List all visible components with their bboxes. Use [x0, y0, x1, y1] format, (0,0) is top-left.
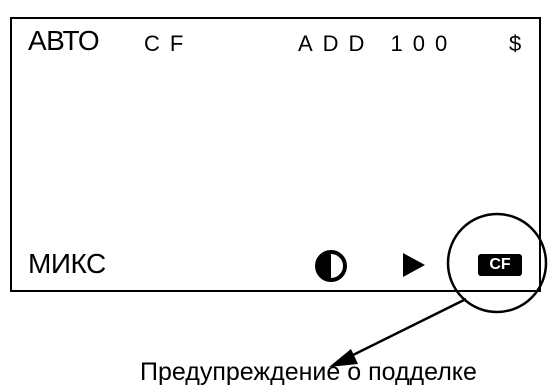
counterfeit-badge: CF — [478, 254, 522, 276]
add-value-label: ADD 100 — [298, 31, 458, 56]
caption-label: Предупреждение о подделке — [140, 358, 477, 386]
callout-line — [346, 297, 467, 360]
display-screen — [10, 17, 541, 292]
play-icon — [403, 253, 425, 277]
currency-symbol: $ — [509, 31, 522, 56]
highlight-circle — [446, 212, 548, 314]
contrast-icon — [315, 250, 347, 282]
cf-indicator-text: CF — [144, 31, 194, 56]
arrowhead — [329, 349, 358, 367]
mode-mix-label: МИКС — [28, 248, 106, 279]
mode-auto-label: АВТО — [28, 25, 100, 56]
